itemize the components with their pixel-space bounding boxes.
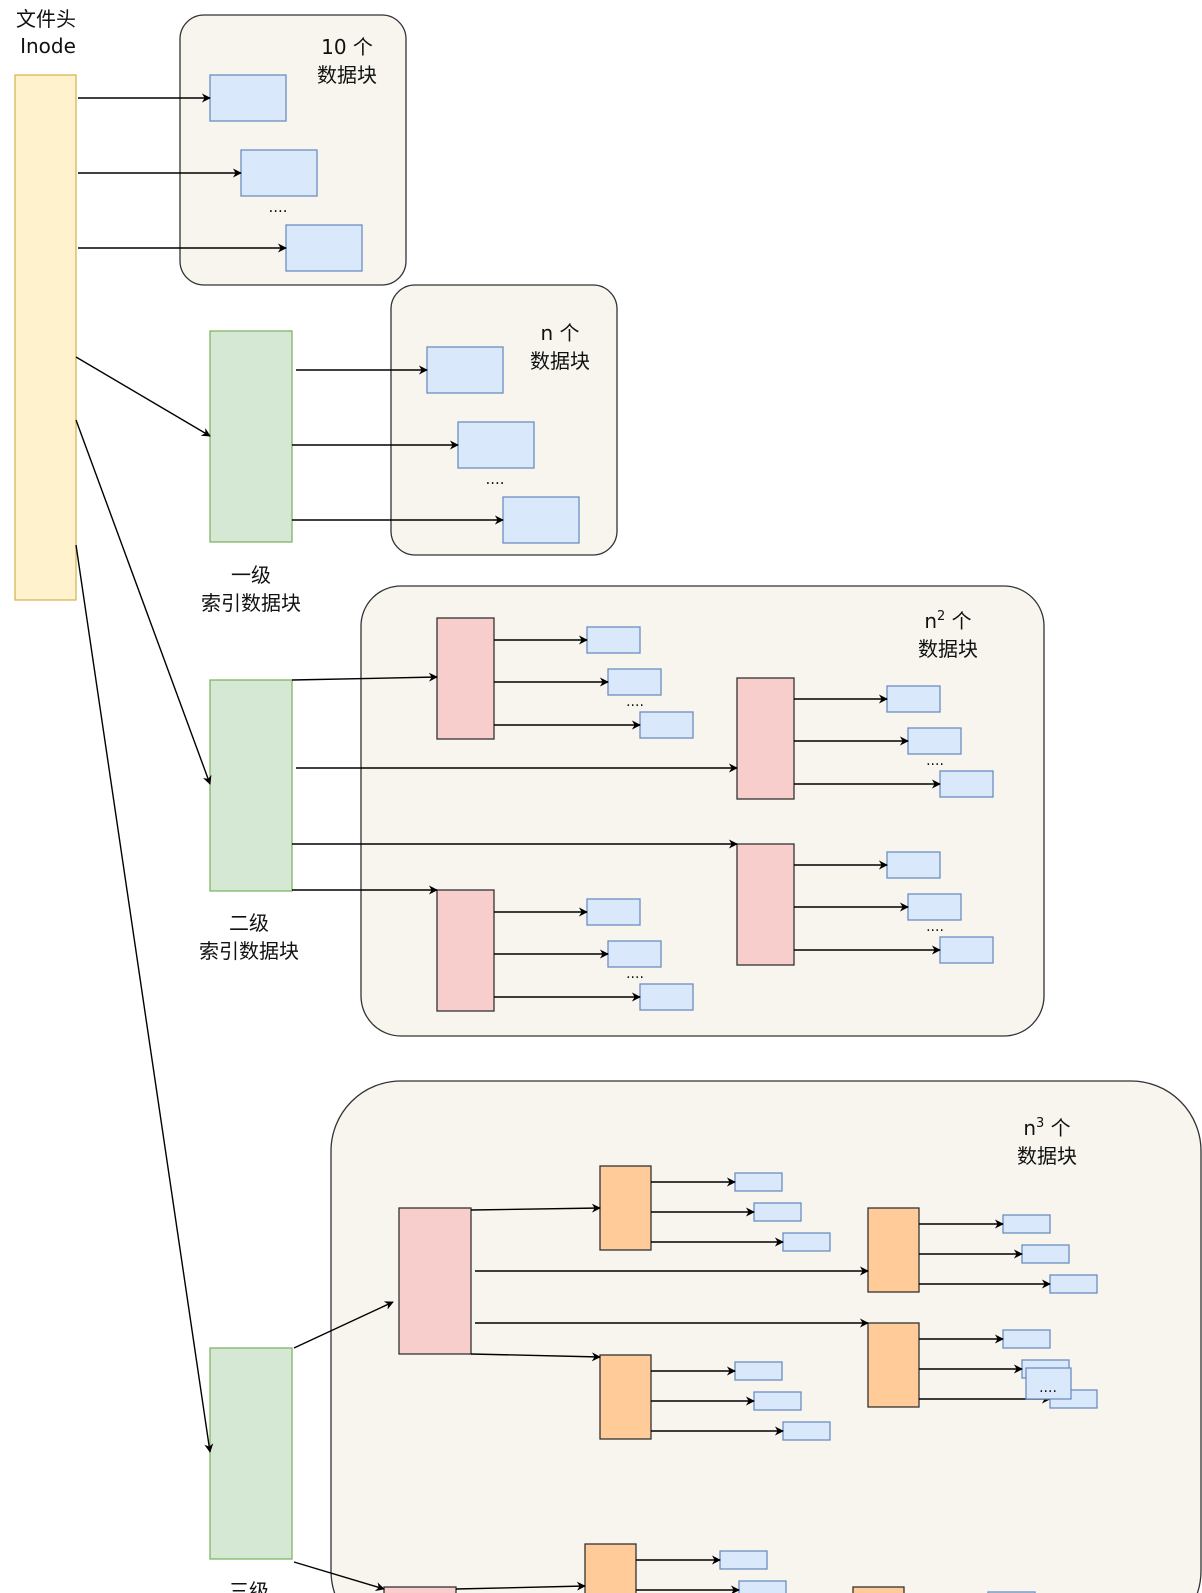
single-indirect-index-block <box>209 330 293 543</box>
level1-label: 一级 <box>231 563 271 587</box>
inode-subtitle: Inode <box>20 34 76 58</box>
ellipsis: .... <box>926 753 944 769</box>
level2-label: 二级 <box>229 911 269 935</box>
data-block <box>209 74 287 122</box>
arrow <box>470 1352 601 1362</box>
arrow <box>75 419 212 785</box>
data-block <box>886 685 941 713</box>
double-indirect-index-block <box>209 679 293 892</box>
data-block <box>607 668 662 696</box>
data-block <box>1021 1244 1070 1264</box>
level2-sublabel: 索引数据块 <box>199 939 299 963</box>
ellipsis: .... <box>1039 1380 1057 1396</box>
arrow <box>75 356 211 437</box>
ellipsis: .... <box>926 919 944 935</box>
data-block <box>782 1232 831 1252</box>
data-block <box>457 421 535 469</box>
data-block <box>639 711 694 739</box>
second-level-block <box>736 677 795 800</box>
data-block <box>586 898 641 926</box>
direct-data-label: 数据块 <box>317 63 377 87</box>
third-level-block <box>599 1354 652 1440</box>
inode-title: 文件头 <box>16 7 76 31</box>
arrow <box>293 1561 385 1591</box>
n-count-label: n 个 <box>540 321 579 345</box>
arrow <box>455 1581 586 1591</box>
data-block <box>907 727 962 755</box>
data-block <box>586 626 641 654</box>
n-data-label: 数据块 <box>530 349 590 373</box>
data-block <box>285 224 363 272</box>
direct-count-label: 10 个 <box>321 35 373 59</box>
second-level-block <box>736 843 795 966</box>
ellipsis: .... <box>268 198 287 216</box>
level1-sublabel: 索引数据块 <box>201 591 301 615</box>
ellipsis: .... <box>626 966 644 982</box>
data-block <box>639 983 694 1011</box>
n2-data-label: 数据块 <box>918 637 978 661</box>
triple-indirect-index-block <box>209 1347 293 1560</box>
data-block <box>734 1172 783 1192</box>
data-block <box>939 936 994 964</box>
third-level-block <box>867 1322 920 1408</box>
data-block <box>907 893 962 921</box>
n2-count-label: n2 个 <box>924 609 971 633</box>
second-level-block <box>436 617 495 740</box>
third-level-block <box>867 1207 920 1293</box>
data-block <box>738 1580 787 1593</box>
data-block <box>502 496 580 544</box>
ellipsis-box <box>1025 1367 1072 1400</box>
ellipsis: .... <box>626 694 644 710</box>
arrow <box>293 1301 394 1349</box>
data-block <box>1049 1274 1098 1294</box>
inode-block <box>14 74 77 601</box>
second-level-block <box>383 1586 457 1593</box>
arrow <box>75 544 214 1453</box>
arrow <box>470 1203 601 1213</box>
data-block <box>426 346 504 394</box>
data-block <box>607 940 662 968</box>
data-block <box>886 851 941 879</box>
data-block <box>782 1421 831 1441</box>
ellipsis: .... <box>485 470 504 488</box>
data-block <box>1002 1214 1051 1234</box>
data-block <box>1002 1329 1051 1349</box>
third-level-block <box>584 1543 637 1593</box>
data-block <box>719 1550 768 1570</box>
second-level-block <box>398 1207 472 1355</box>
third-level-block <box>599 1165 652 1251</box>
data-block <box>734 1361 783 1381</box>
data-block <box>939 770 994 798</box>
n3-count-label: n3 个 <box>1023 1116 1070 1140</box>
data-block <box>240 149 318 197</box>
second-level-block <box>436 889 495 1012</box>
arrow <box>291 672 438 682</box>
third-level-block <box>852 1586 905 1593</box>
data-block <box>753 1391 802 1411</box>
n3-data-label: 数据块 <box>1017 1144 1077 1168</box>
level3-label: 三级 <box>229 1579 269 1593</box>
data-block <box>753 1202 802 1222</box>
